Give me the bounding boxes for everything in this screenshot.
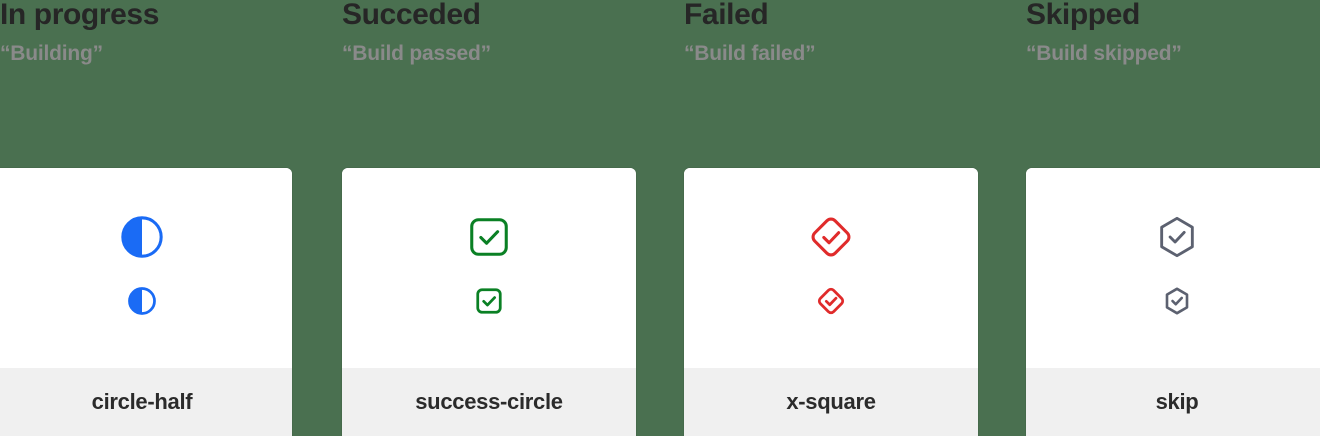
column-subtitle: “Build failed” xyxy=(684,42,816,65)
success-circle-icon xyxy=(474,286,504,316)
column-title: Skipped xyxy=(1026,0,1140,31)
icon-card-x-square: x-square xyxy=(684,168,978,436)
icon-preview-area xyxy=(684,168,978,368)
column-title: In progress xyxy=(0,0,159,31)
icon-preview-area xyxy=(342,168,636,368)
skip-icon xyxy=(1162,286,1192,316)
x-square-icon xyxy=(816,286,846,316)
icon-card-circle-half: circle-half xyxy=(0,168,292,436)
x-square-icon xyxy=(808,214,854,260)
column-header-failed: Failed “Build failed” xyxy=(684,0,816,65)
column-subtitle: “Building” xyxy=(0,42,103,65)
column-header-succeded: Succeded “Build passed” xyxy=(342,0,491,64)
icon-card-skip: skip xyxy=(1026,168,1320,436)
circle-half-icon xyxy=(119,214,165,260)
icon-preview-area xyxy=(0,168,292,368)
icon-name-label: skip xyxy=(1155,389,1199,414)
icon-name-footer: success-circle xyxy=(342,368,636,436)
icon-name-label: success-circle xyxy=(415,389,563,414)
success-circle-icon xyxy=(466,214,512,260)
column-subtitle: “Build passed” xyxy=(342,42,491,65)
circle-half-icon xyxy=(127,286,157,316)
icon-name-footer: skip xyxy=(1026,368,1320,436)
column-title: Succeded xyxy=(342,0,481,31)
icon-name-label: circle-half xyxy=(91,389,193,414)
icon-name-label: x-square xyxy=(786,389,876,414)
icon-preview-area xyxy=(1026,168,1320,368)
icon-name-footer: x-square xyxy=(684,368,978,436)
icon-card-success-circle: success-circle xyxy=(342,168,636,436)
column-header-skipped: Skipped “Build skipped” xyxy=(1026,0,1182,64)
skip-icon xyxy=(1154,214,1200,260)
icon-name-footer: circle-half xyxy=(0,368,292,436)
column-header-in-progress: In progress “Building” xyxy=(0,0,159,64)
column-subtitle: “Build skipped” xyxy=(1026,42,1182,65)
column-title: Failed xyxy=(684,0,769,31)
